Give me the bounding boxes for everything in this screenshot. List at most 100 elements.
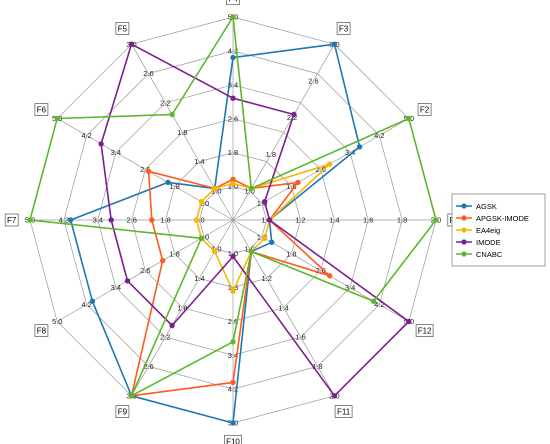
data-point [406, 115, 412, 122]
tick-label: 1.8 [169, 182, 179, 191]
tick-label: 5.0 [52, 317, 62, 326]
axis-label-text: F5 [118, 24, 128, 33]
tick-label: 1.0 [199, 199, 209, 208]
axis-label-f11: F11 [334, 405, 353, 418]
tick-label: 1.8 [160, 216, 170, 225]
axis-label-box [417, 103, 432, 116]
data-point [356, 144, 363, 150]
tick-label: 2.6 [140, 165, 150, 174]
axis-label-text: F7 [7, 216, 17, 225]
data-point [248, 185, 254, 192]
axis-label-f6: F6 [34, 103, 49, 116]
tick-label: 2.2 [160, 99, 170, 108]
tick-label: 4.2 [59, 216, 69, 225]
tick-label: 1.8 [228, 283, 238, 292]
series-imode [98, 41, 412, 399]
axis-label-text: F12 [418, 327, 432, 336]
data-point [89, 298, 96, 304]
data-point [165, 179, 171, 186]
legend-label: CNABC [476, 250, 503, 259]
legend-item-ea4eig: EA4eig [456, 226, 500, 235]
tick-label: 3.4 [111, 148, 121, 157]
data-point [261, 199, 268, 205]
tick-label: 2.6 [228, 114, 238, 123]
axis-label-text: F9 [118, 408, 128, 417]
axis-label-text: F10 [226, 437, 240, 444]
series-cnabc [27, 14, 439, 399]
tick-label: 2.6 [315, 266, 325, 275]
tick-label: 2.6 [143, 362, 153, 371]
data-point [230, 288, 236, 294]
tick-label: 2.6 [315, 165, 325, 174]
legend-item-agsk: AGSK [456, 202, 497, 211]
tick-label: 2.6 [228, 317, 238, 326]
data-point [331, 393, 338, 399]
data-point [327, 273, 333, 279]
axis-label-f7: F7 [4, 213, 19, 227]
tick-label: 1.8 [177, 128, 187, 137]
tick-label: 1.4 [329, 216, 339, 225]
tick-label: 3.4 [345, 148, 355, 157]
axis-label-f9: F9 [115, 405, 130, 418]
tick-label: 1.2 [261, 274, 271, 283]
data-point [230, 14, 236, 20]
tick-label: 2.6 [140, 266, 150, 275]
radar-grid [29, 16, 437, 424]
tick-label: 1.8 [397, 216, 407, 225]
data-point [198, 235, 205, 241]
axis-label-f5: F5 [115, 22, 130, 35]
tick-label: 1.0 [257, 199, 267, 208]
tick-label: 1.6 [295, 333, 305, 342]
tick-label: 1.2 [295, 216, 305, 225]
data-point [269, 239, 275, 245]
tick-label: 1.8 [266, 150, 276, 159]
data-point [169, 322, 175, 329]
legend-marker [461, 203, 467, 209]
tick-label: 4.2 [81, 131, 91, 140]
axis-label-f12: F12 [415, 324, 434, 337]
axis-label-box [34, 103, 49, 116]
legend-item-cnabc: CNABC [456, 250, 503, 259]
data-point [128, 41, 135, 47]
data-point [230, 420, 236, 426]
axis-label-text: F11 [337, 408, 351, 417]
tick-label: 2.2 [160, 333, 170, 342]
tick-label: 4.2 [228, 385, 238, 394]
tick-label: 1.4 [194, 157, 204, 166]
legend-label: APGSK-IMODE [476, 214, 529, 223]
axis-label-box [34, 324, 49, 337]
tick-label: 1.0 [257, 232, 267, 241]
data-point [160, 257, 166, 264]
tick-label: 2.6 [143, 69, 153, 78]
data-point [124, 278, 131, 284]
data-point [149, 217, 155, 223]
data-point [54, 115, 60, 122]
data-point [67, 217, 74, 223]
data-point [295, 179, 301, 186]
legend: AGSK APGSK-IMODE EA4eig IMODE CNABC [451, 193, 546, 267]
axis-label-f10: F10 [224, 434, 242, 444]
legend-item-imode: IMODE [456, 238, 501, 247]
data-point [145, 168, 152, 174]
data-point [230, 339, 236, 345]
data-point [128, 393, 135, 399]
legend-label: IMODE [476, 238, 501, 247]
data-point [230, 379, 236, 386]
data-point [248, 248, 254, 255]
axis-label-box [4, 213, 19, 227]
tick-label: 1.8 [312, 362, 322, 371]
legend-marker [461, 239, 467, 245]
axis-label-text: F4 [228, 0, 238, 4]
data-point [230, 180, 236, 187]
data-point [27, 217, 33, 223]
tick-label: 1.4 [278, 303, 288, 312]
data-point [331, 41, 338, 47]
tick-label: 3.4 [111, 283, 121, 292]
tick-label: 2.6 [126, 216, 136, 225]
tick-label: 3.4 [93, 216, 103, 225]
tick-label: 4.2 [81, 300, 91, 309]
axis-label-text: F6 [37, 105, 47, 114]
tick-label: 1.0 [244, 187, 254, 196]
tick-label: 1.6 [363, 216, 373, 225]
